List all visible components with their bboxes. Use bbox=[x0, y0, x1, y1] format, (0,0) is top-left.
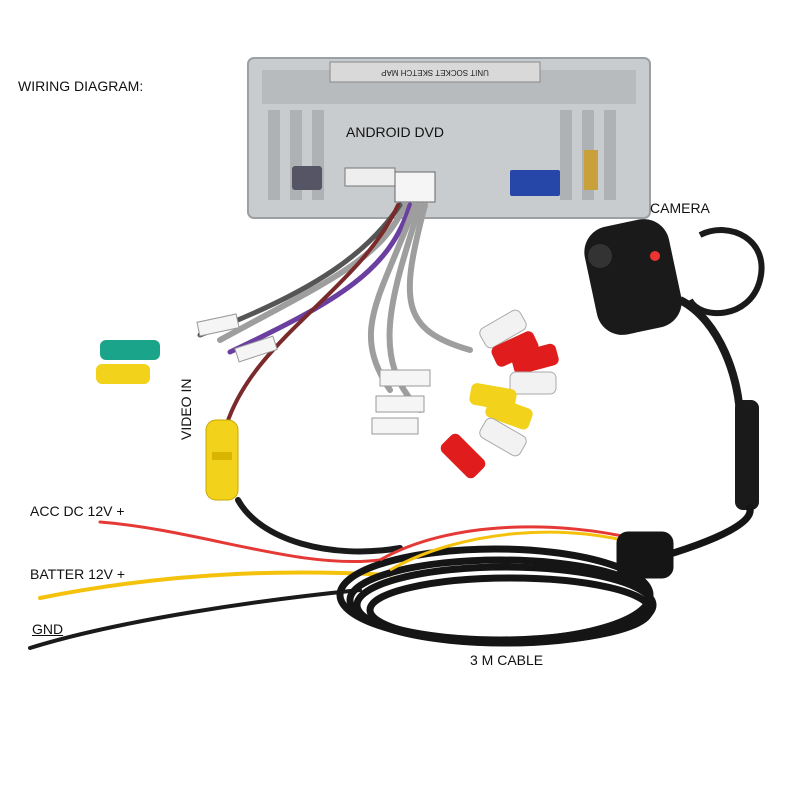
rca-connectors-left bbox=[96, 313, 278, 384]
connector-port bbox=[510, 170, 560, 196]
cable-coil bbox=[336, 502, 754, 647]
android-dvd-label: ANDROID DVD bbox=[346, 124, 445, 140]
acc-label: ACC DC 12V + bbox=[30, 503, 125, 519]
camera-label: CAMERA bbox=[650, 200, 710, 216]
battery-label: BATTER 12V + bbox=[30, 566, 126, 582]
video-in-label: VIDEO IN bbox=[178, 378, 194, 440]
main-harness-plug bbox=[394, 171, 436, 203]
connector-port bbox=[292, 166, 322, 190]
diagram-title: WIRING DIAGRAM: bbox=[18, 78, 144, 94]
camera-device bbox=[584, 219, 765, 510]
rca-green-plug bbox=[100, 340, 160, 360]
rca-connectors-right bbox=[371, 309, 559, 479]
cable-length-label: 3 M CABLE bbox=[470, 652, 544, 668]
video-in-plug bbox=[205, 419, 239, 501]
connector-port bbox=[344, 167, 396, 187]
unit-socket-label: UNIT SOCKET SKETCH MAP bbox=[381, 68, 489, 77]
gnd-label: GND bbox=[32, 621, 64, 637]
android-dvd-unit: UNIT SOCKET SKETCH MAP bbox=[247, 57, 651, 219]
antenna-port bbox=[584, 150, 598, 190]
rca-yellow-plug bbox=[96, 364, 150, 384]
harness-wires bbox=[197, 202, 473, 432]
